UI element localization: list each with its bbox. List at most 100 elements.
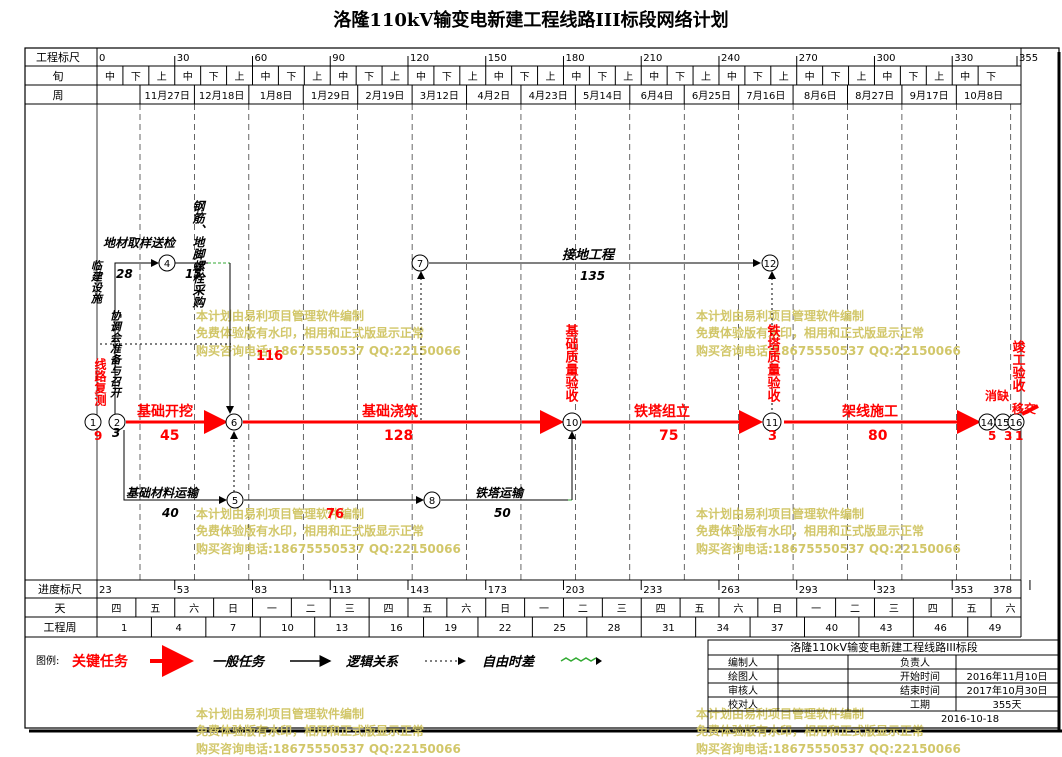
week-number-cell: 49 xyxy=(989,623,1002,634)
node-10: 10 xyxy=(566,418,579,429)
xun-cell: 下 xyxy=(753,72,763,83)
top-tick-label: 270 xyxy=(799,53,818,64)
bottom-tick-label: 353 xyxy=(954,585,973,596)
xun-cell: 下 xyxy=(675,72,685,83)
watermarks: 本计划由易利项目管理软件编制 免费体验版有水印，相用和正式版显示正常 购买咨询电… xyxy=(196,308,961,756)
xun-cell: 下 xyxy=(908,72,918,83)
task-duration: 28 xyxy=(116,267,133,281)
xun-cell: 中 xyxy=(416,70,426,83)
xun-cell: 下 xyxy=(286,72,296,83)
day-cell: 三 xyxy=(345,604,355,615)
day-cell: 一 xyxy=(811,604,821,615)
week-number-cell: 28 xyxy=(608,623,621,634)
network: 1 2 4 5 6 7 8 10 11 12 14 15 16 xyxy=(84,200,1039,522)
xun-cell: 中 xyxy=(805,70,815,83)
xun-cell: 中 xyxy=(338,70,348,83)
svg-text:购买咨询电话:18675550537 QQ:22150066: 购买咨询电话:18675550537 QQ:22150066 xyxy=(696,541,961,556)
task-duration: 135 xyxy=(580,269,605,283)
xun-cell: 上 xyxy=(546,71,556,83)
task-label-vertical: 临建设施 xyxy=(89,260,103,305)
svg-text:工期: 工期 xyxy=(910,699,930,711)
bottom-tick-label: 53 xyxy=(177,585,190,596)
day-cell: 五 xyxy=(695,604,705,615)
xun-cell: 下 xyxy=(597,72,607,83)
top-tick-label: 60 xyxy=(254,53,267,64)
task-label-vertical: 钢筋、地脚螺栓采购 xyxy=(190,200,205,309)
week-number-cell: 43 xyxy=(880,623,893,634)
day-cell: 二 xyxy=(850,604,860,615)
day-cell: 一 xyxy=(539,604,549,615)
legend-critical: 关键任务 xyxy=(72,653,129,670)
week-cell: 7月16日 xyxy=(746,90,785,102)
day-cell: 五 xyxy=(422,604,432,615)
svg-text:购买咨询电话:18675550537 QQ:22150066: 购买咨询电话:18675550537 QQ:22150066 xyxy=(196,741,461,756)
critical-task-label: 消缺 xyxy=(985,388,1010,403)
day-cell: 四 xyxy=(384,604,394,615)
label-progress: 进度标尺 xyxy=(38,582,82,596)
week-number-cell: 19 xyxy=(444,623,457,634)
svg-text:图例:: 图例: xyxy=(36,654,59,667)
week-cell: 8月6日 xyxy=(804,90,837,102)
info-title: 洛隆110kV输变电新建工程线路III标段 xyxy=(790,640,978,654)
day-cell: 四 xyxy=(111,604,121,615)
week-number-cell: 22 xyxy=(499,623,512,634)
day-cell: 三 xyxy=(617,604,627,615)
xun-cell: 中 xyxy=(960,70,970,83)
week-cell: 8月27日 xyxy=(855,90,894,102)
node-7: 7 xyxy=(417,259,423,270)
page-title: 洛隆110kV输变电新建工程线路III标段网络计划 xyxy=(333,10,729,31)
node-1: 1 xyxy=(90,418,96,429)
week-number-cell: 16 xyxy=(390,623,403,634)
week-cell: 9月17日 xyxy=(910,90,949,102)
svg-text:编制人: 编制人 xyxy=(728,656,758,669)
top-tick-label: 30 xyxy=(177,53,190,64)
xun-cell: 中 xyxy=(882,70,892,83)
svg-text:免费体验版有水印，相用和正式版显示正常: 免费体验版有水印，相用和正式版显示正常 xyxy=(196,325,424,340)
xun-cell: 下 xyxy=(986,72,996,83)
top-tick-label: 210 xyxy=(643,53,662,64)
day-cell: 日 xyxy=(228,604,238,615)
task-label: 地材取样送检 xyxy=(103,236,177,250)
node-14: 14 xyxy=(981,418,994,429)
task-duration: 50 xyxy=(494,506,511,520)
xun-cell: 上 xyxy=(468,71,478,83)
week-cell: 3月12日 xyxy=(420,90,459,102)
critical-task-label-vertical: 基础质量验收 xyxy=(563,323,580,403)
day-cell: 六 xyxy=(733,603,743,615)
task-label: 铁塔运输 xyxy=(475,486,525,500)
critical-task-duration: 75 xyxy=(659,428,678,444)
week-cell: 6月25日 xyxy=(692,90,731,102)
critical-task-duration: 9 xyxy=(94,429,102,443)
week-cell: 2月19日 xyxy=(365,90,404,102)
week-number-cell: 40 xyxy=(825,623,838,634)
svg-text:本计划由易利项目管理软件编制: 本计划由易利项目管理软件编制 xyxy=(196,506,364,521)
xun-cell: 下 xyxy=(364,72,374,83)
task-label: 基础材料运输 xyxy=(126,486,200,500)
svg-text:免费体验版有水印，相用和正式版显示正常: 免费体验版有水印，相用和正式版显示正常 xyxy=(696,523,924,538)
day-cell: 六 xyxy=(461,603,471,615)
task-duration: 40 xyxy=(161,506,179,520)
week-cell: 10月8日 xyxy=(964,90,1003,102)
xun-cell: 中 xyxy=(649,70,659,83)
svg-text:结束时间: 结束时间 xyxy=(900,684,940,697)
legend: 图例: 关键任务 一般任务 逻辑关系 自由时差 xyxy=(36,645,602,677)
xun-cell: 上 xyxy=(934,71,944,83)
critical-task-label: 架线施工 xyxy=(841,403,898,420)
top-tick-label: 120 xyxy=(410,53,429,64)
node-6: 6 xyxy=(231,418,237,429)
svg-text:本计划由易利项目管理软件编制: 本计划由易利项目管理软件编制 xyxy=(696,706,864,721)
top-tick-label: 240 xyxy=(721,53,740,64)
critical-task-duration: 5 xyxy=(988,429,996,443)
week-cell: 6月4日 xyxy=(641,90,674,102)
xun-cell: 上 xyxy=(390,71,400,83)
top-tick-label: 90 xyxy=(332,53,345,64)
top-tick-label: 330 xyxy=(954,53,973,64)
legend-free: 自由时差 xyxy=(482,654,536,670)
free-float-label: 116 xyxy=(256,349,283,364)
svg-text:本计划由易利项目管理软件编制: 本计划由易利项目管理软件编制 xyxy=(696,506,864,521)
day-cell: 二 xyxy=(578,604,588,615)
xun-cell: 上 xyxy=(312,71,322,83)
day-cell: 六 xyxy=(189,603,199,615)
period-value: 355天 xyxy=(992,700,1021,711)
